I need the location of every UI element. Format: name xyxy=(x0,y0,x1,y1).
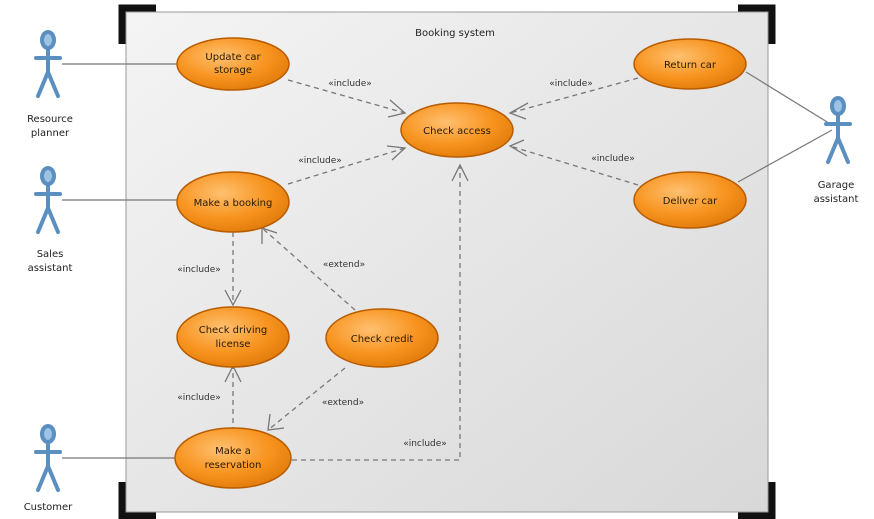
svg-text:Check driving: Check driving xyxy=(199,325,268,336)
arrow-update-access xyxy=(387,99,407,118)
frame-corner-bl xyxy=(118,482,156,519)
dependencies xyxy=(232,77,639,461)
system-title: Booking system xyxy=(415,28,495,39)
actor-sales-assistant-figure[interactable] xyxy=(34,166,62,234)
actors xyxy=(34,30,852,492)
svg-text:reservation: reservation xyxy=(205,460,262,471)
svg-text:Check access: Check access xyxy=(423,126,491,137)
actor-labels: Resource planner Sales assistant Custome… xyxy=(24,114,859,513)
svg-text:Check credit: Check credit xyxy=(351,334,414,345)
dep-reservation-credit xyxy=(267,367,346,431)
actor-garage-label-2: assistant xyxy=(814,194,859,205)
dep-booking-access xyxy=(287,147,406,185)
label-extend-reservation: «extend» xyxy=(322,398,364,408)
use-cases: Update car storage Check access Return c… xyxy=(174,37,747,489)
arrow-deliver-access xyxy=(508,139,528,157)
usecase-make-a-reservation[interactable]: Make a reservation xyxy=(174,427,292,489)
actor-sales-label-2: assistant xyxy=(28,263,73,274)
svg-text:Update car: Update car xyxy=(205,52,261,63)
arrow-booking-access xyxy=(386,145,407,161)
arrowheads xyxy=(224,99,529,431)
label-include-return: «include» xyxy=(549,79,593,89)
relation-labels: «include» «include» «include» «include» … xyxy=(177,79,635,449)
dep-deliver-access xyxy=(509,145,639,186)
svg-text:storage: storage xyxy=(214,65,252,76)
arrow-booking-license xyxy=(224,289,242,307)
actor-garage-label-1: Garage xyxy=(818,180,855,191)
actor-resource-label-2: planner xyxy=(31,128,70,139)
label-include-booking: «include» xyxy=(298,156,342,166)
label-include-reservation-access: «include» xyxy=(403,439,447,449)
associations xyxy=(62,63,833,459)
actor-resource-planner-figure[interactable] xyxy=(34,30,62,98)
frame-corner-tr xyxy=(738,4,776,44)
usecase-check-driving-license[interactable]: Check driving license xyxy=(176,306,290,368)
svg-text:license: license xyxy=(216,339,251,350)
svg-text:Make a booking: Make a booking xyxy=(194,198,273,209)
arrow-reservation-access xyxy=(451,163,469,182)
svg-text:Deliver car: Deliver car xyxy=(663,196,718,207)
usecase-deliver-car[interactable]: Deliver car xyxy=(633,171,747,229)
usecase-update-car-storage[interactable]: Update car storage xyxy=(176,37,290,91)
svg-text:Make a: Make a xyxy=(215,446,251,457)
frame-corner-br xyxy=(738,482,776,519)
actor-garage-assistant-figure[interactable] xyxy=(824,96,852,164)
label-extend-credit: «extend» xyxy=(323,260,365,270)
dep-update-access xyxy=(287,79,406,114)
actor-customer-figure[interactable] xyxy=(34,424,62,492)
usecase-check-access[interactable]: Check access xyxy=(400,102,514,158)
assoc-deliver-garage xyxy=(737,129,833,183)
svg-text:Return car: Return car xyxy=(664,60,717,71)
assoc-return-garage xyxy=(745,71,833,126)
actor-resource-label-1: Resource xyxy=(27,114,73,125)
label-include-license: «include» xyxy=(177,265,221,275)
dep-return-access xyxy=(509,77,639,114)
label-include-deliver: «include» xyxy=(591,154,635,164)
usecase-make-a-booking[interactable]: Make a booking xyxy=(176,171,290,233)
dep-credit-booking xyxy=(261,227,356,311)
dep-reservation-access xyxy=(292,165,461,461)
arrow-return-access xyxy=(508,102,529,120)
label-include-reservation-license: «include» xyxy=(177,393,221,403)
label-include-update: «include» xyxy=(328,79,372,89)
usecase-return-car[interactable]: Return car xyxy=(633,38,747,90)
usecase-check-credit[interactable]: Check credit xyxy=(325,308,439,368)
actor-sales-label-1: Sales xyxy=(37,249,64,260)
arrow-reservation-credit xyxy=(267,413,285,431)
actor-customer-label: Customer xyxy=(24,502,73,513)
frame-corner-tl xyxy=(118,4,156,44)
